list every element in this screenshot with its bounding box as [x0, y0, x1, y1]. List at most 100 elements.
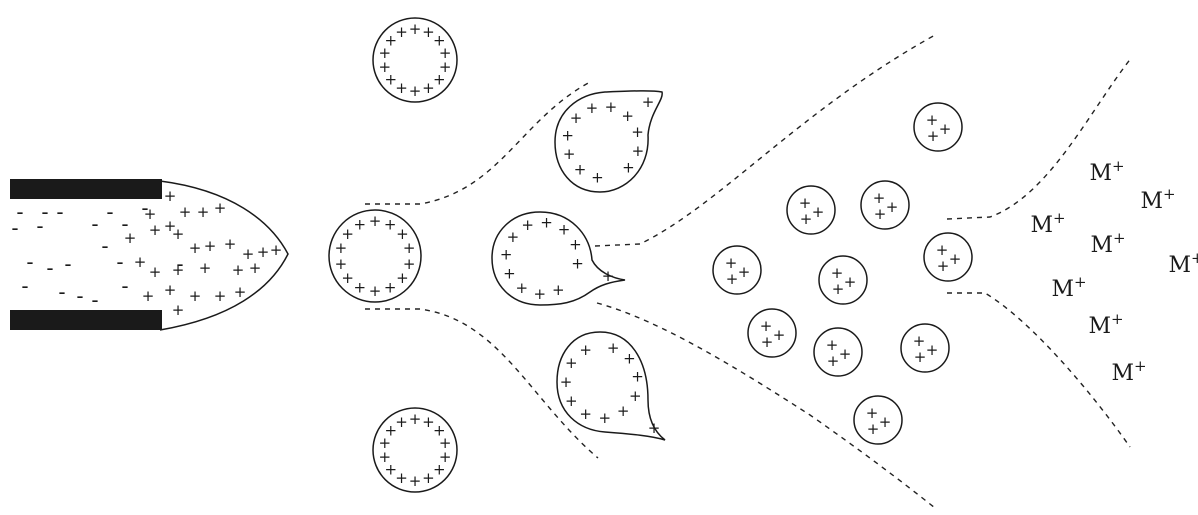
positive-charge: +	[812, 203, 825, 221]
capillary-upper-wall	[10, 179, 162, 199]
positive-charge: +	[179, 203, 192, 221]
positive-charge: +	[937, 257, 950, 275]
positive-charge: +	[605, 98, 618, 116]
positive-charge: +	[199, 259, 212, 277]
positive-charge: +	[232, 261, 245, 279]
positive-charge: +	[422, 79, 435, 97]
negative-charge: -	[141, 196, 148, 220]
negative-charge: -	[106, 200, 113, 224]
ion-label: M+	[1111, 357, 1146, 386]
deforming-droplet: ++++++++++++	[557, 332, 665, 440]
positive-charge: +	[565, 392, 578, 410]
positive-charge: +	[552, 281, 565, 299]
positive-charge: +	[642, 93, 655, 111]
negative-charge: -	[46, 256, 53, 280]
positive-charge: +	[172, 301, 185, 319]
ion-label: M+	[1168, 249, 1198, 278]
positive-charge: +	[234, 283, 247, 301]
ion-label: M+	[1088, 310, 1123, 339]
positive-charge: +	[189, 239, 202, 257]
positive-charge: +	[570, 109, 583, 127]
positive-charge: +	[773, 326, 786, 344]
positive-charge: +	[879, 413, 892, 431]
droplet: ++++++++++++++	[373, 18, 457, 102]
positive-charge: +	[214, 199, 227, 217]
small-droplet: +++	[854, 396, 902, 444]
positive-charge: +	[648, 419, 661, 437]
small-droplet: +++	[787, 186, 835, 234]
positive-charge: +	[422, 469, 435, 487]
negative-charge: -	[176, 252, 183, 276]
positive-charge: +	[369, 212, 382, 230]
positive-charge: +	[134, 253, 147, 271]
negative-charge: -	[64, 252, 71, 276]
small-droplet: +++	[814, 328, 862, 376]
boundary-upper-outer	[947, 57, 1132, 219]
small-droplet: +++	[861, 181, 909, 229]
ion-labels: M+M+M+M+M+M+M+M+	[1030, 157, 1198, 386]
positive-charge: +	[149, 221, 162, 239]
small-droplet: +++	[924, 233, 972, 281]
positive-charge: +	[591, 169, 604, 187]
positive-charge: +	[586, 99, 599, 117]
small-droplet: +++	[748, 309, 796, 357]
positive-charge: +	[433, 70, 446, 88]
positive-charge: +	[395, 23, 408, 41]
droplets: ++++++++++++++++++++++++++++++++++++++++…	[329, 18, 972, 492]
positive-charge: +	[395, 469, 408, 487]
positive-charge: +	[738, 263, 751, 281]
positive-charge: +	[214, 287, 227, 305]
negative-charge: -	[26, 250, 33, 274]
positive-charge: +	[204, 237, 217, 255]
positive-charge: +	[623, 350, 636, 368]
positive-charge: +	[926, 341, 939, 359]
positive-charge: +	[172, 225, 185, 243]
positive-charge: +	[515, 279, 528, 297]
positive-charge: +	[949, 250, 962, 268]
positive-charge: +	[579, 405, 592, 423]
deforming-droplet: ++++++++++++	[555, 91, 662, 192]
positive-charge: +	[354, 279, 367, 297]
negative-charge: -	[56, 200, 63, 224]
positive-charge: +	[197, 203, 210, 221]
positive-charge: +	[939, 120, 952, 138]
positive-charge: +	[249, 259, 262, 277]
small-droplet: +++	[914, 103, 962, 151]
positive-charge: +	[142, 287, 155, 305]
positive-charge: +	[396, 269, 409, 287]
positive-charge: +	[632, 142, 645, 160]
positive-charge: +	[565, 354, 578, 372]
positive-charge: +	[561, 126, 574, 144]
ion-label: M+	[1089, 157, 1124, 186]
positive-charge: +	[409, 410, 422, 428]
droplet: ++++++++++++++	[373, 408, 457, 492]
positive-charge: +	[761, 333, 774, 351]
negative-charge: -	[36, 214, 43, 238]
positive-charge: +	[384, 215, 397, 233]
positive-charge: +	[726, 270, 739, 288]
droplet: ++++++++++++++	[329, 210, 421, 302]
positive-charge: +	[827, 352, 840, 370]
positive-charge: +	[602, 267, 615, 285]
positive-charge: +	[629, 387, 642, 405]
small-droplet: +++	[819, 256, 867, 304]
ion-label: M+	[1030, 209, 1065, 238]
negative-charge: -	[121, 274, 128, 298]
boundary-upper-inner	[365, 82, 590, 204]
positive-charge: +	[574, 161, 587, 179]
positive-charge: +	[503, 264, 516, 282]
negative-charge: -	[101, 234, 108, 258]
positive-charge: +	[631, 367, 644, 385]
capillary: +++++++++++++++++++++++++++-------------…	[10, 179, 288, 330]
negative-charge: -	[76, 284, 83, 308]
negative-charge: -	[58, 280, 65, 304]
positive-charge: +	[563, 145, 576, 163]
positive-charge: +	[149, 263, 162, 281]
positive-charge: +	[599, 409, 612, 427]
capillary-lower-wall	[10, 310, 162, 330]
negative-charge: -	[11, 216, 18, 240]
positive-charge: +	[369, 282, 382, 300]
deforming-droplet: ++++++++++++	[492, 212, 625, 305]
negative-charge: -	[116, 250, 123, 274]
